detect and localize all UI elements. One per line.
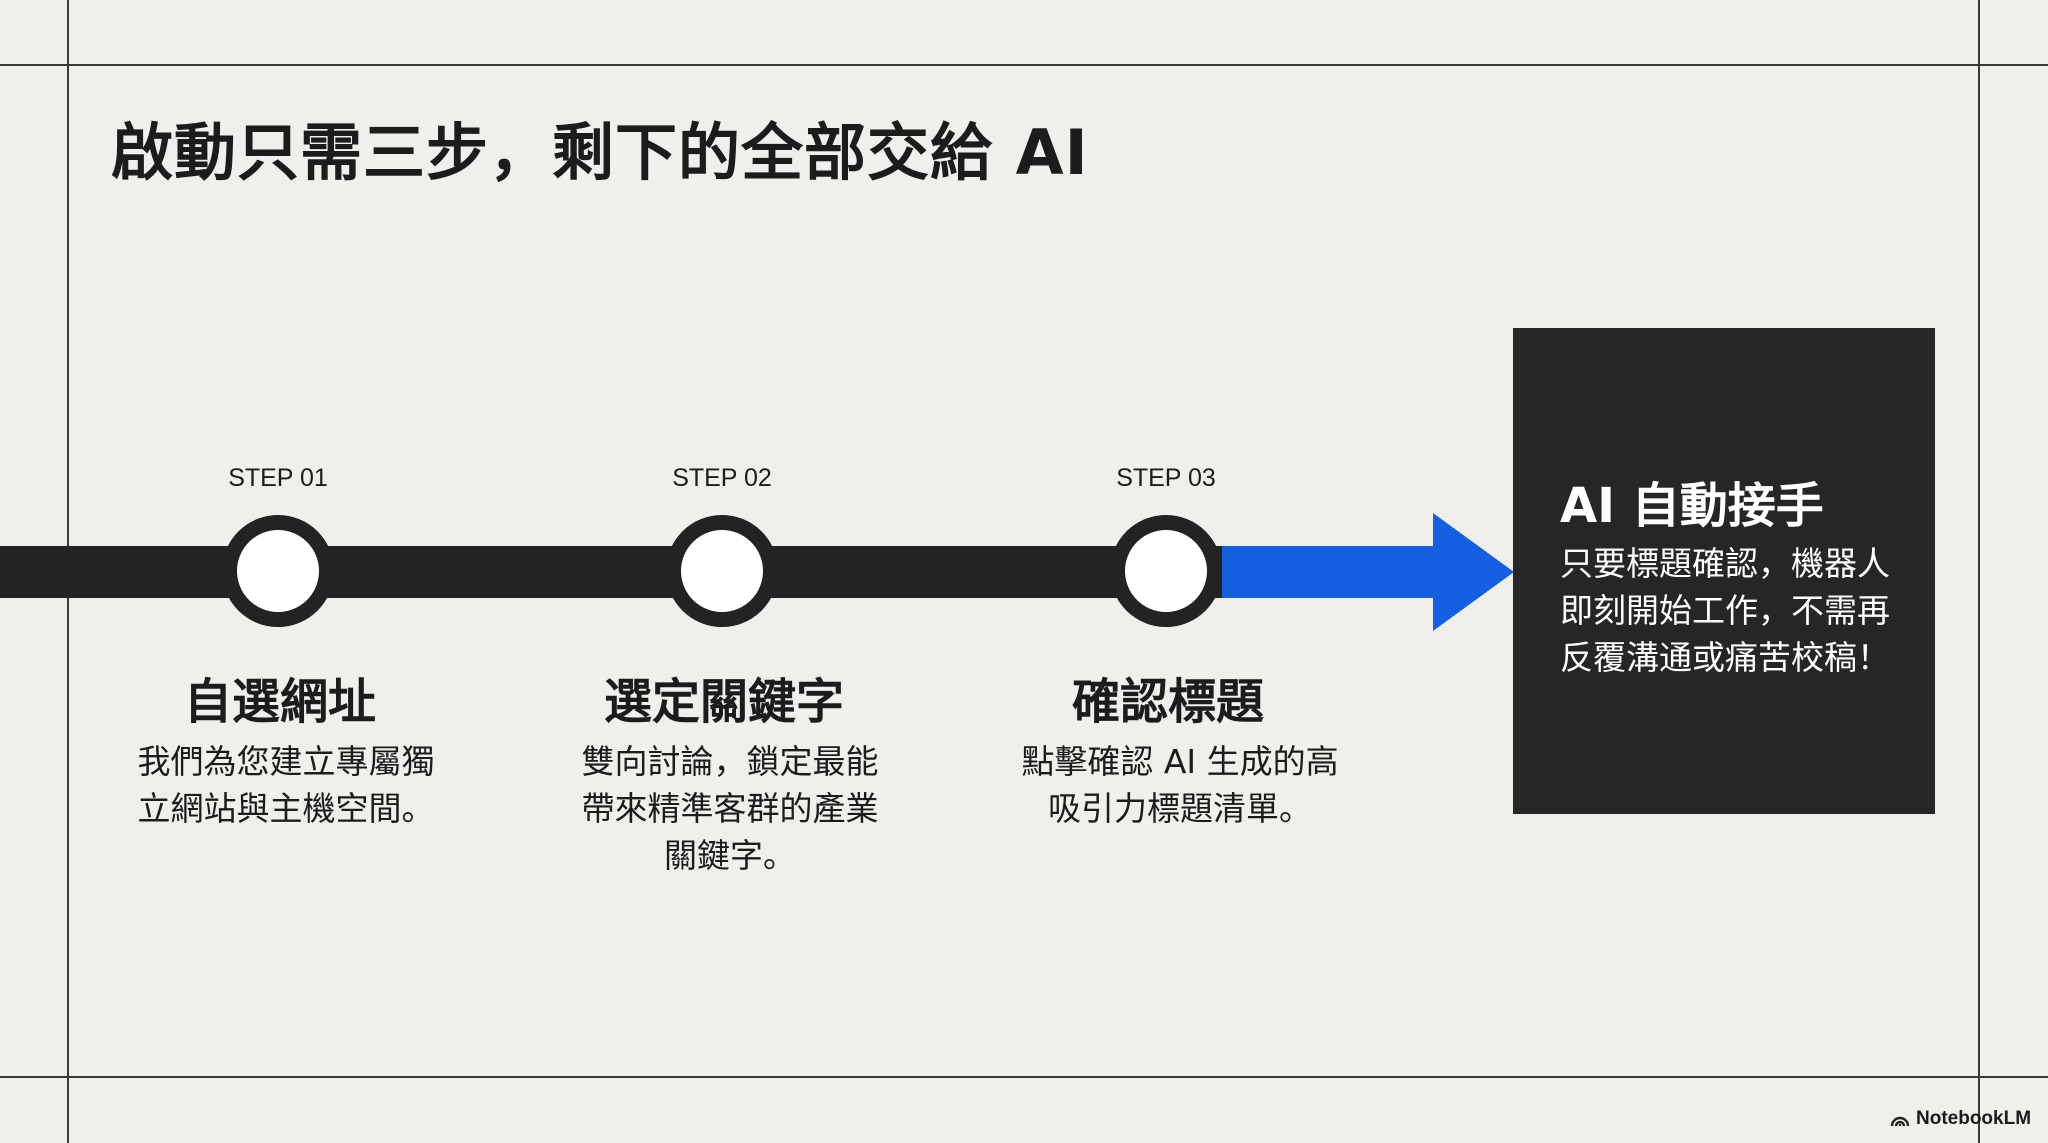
ai-takeover-card: AI 自動接手 只要標題確認，機器人 即刻開始工作，不需再 反覆溝通或痛苦校稿！ xyxy=(1513,328,1935,814)
frame-line-bottom xyxy=(0,1076,2048,1078)
ai-takeover-body: 只要標題確認，機器人 即刻開始工作，不需再 反覆溝通或痛苦校稿！ xyxy=(1560,540,1910,681)
page-title: 啟動只需三步，剩下的全部交給 AI xyxy=(111,116,1089,189)
arrow-right-icon xyxy=(1222,513,1514,631)
desc-line: 點擊確認 AI 生成的高 xyxy=(1021,742,1339,781)
step-1-label: STEP 01 xyxy=(228,464,328,492)
desc-line: 關鍵字。 xyxy=(664,836,796,875)
step-2-label: STEP 02 xyxy=(672,464,772,492)
step-1-description: 我們為您建立專屬獨 立網站與主機空間。 xyxy=(106,738,466,832)
step-3-title: 確認標題 xyxy=(1071,674,1264,730)
step-2-title: 選定關鍵字 xyxy=(603,674,844,730)
body-line: 即刻開始工作，不需再 xyxy=(1560,591,1890,630)
timeline-bar xyxy=(0,546,1230,598)
body-line: 只要標題確認，機器人 xyxy=(1560,544,1890,583)
step-3-node xyxy=(1110,515,1222,627)
step-2-node xyxy=(666,515,778,627)
frame-line-top xyxy=(0,64,2048,66)
step-2-description: 雙向討論，鎖定最能 帶來精準客群的產業 關鍵字。 xyxy=(550,738,910,879)
notebooklm-watermark: NotebookLM xyxy=(1890,1108,2031,1130)
desc-line: 我們為您建立專屬獨 xyxy=(137,742,435,781)
notebooklm-logo-icon xyxy=(1890,1116,1910,1127)
desc-line: 雙向討論，鎖定最能 xyxy=(581,742,879,781)
desc-line: 立網站與主機空間。 xyxy=(137,789,435,828)
body-line: 反覆溝通或痛苦校稿！ xyxy=(1560,638,1890,677)
step-3-label: STEP 03 xyxy=(1116,464,1216,492)
step-1-node xyxy=(222,515,334,627)
desc-line: 吸引力標題清單。 xyxy=(1048,789,1312,828)
desc-line: 帶來精準客群的產業 xyxy=(581,789,879,828)
ai-takeover-title: AI 自動接手 xyxy=(1560,478,1824,534)
step-1-title: 自選網址 xyxy=(183,674,376,730)
brand-label: NotebookLM xyxy=(1916,1108,2032,1129)
frame-line-right xyxy=(1978,0,1980,1143)
step-3-description: 點擊確認 AI 生成的高 吸引力標題清單。 xyxy=(1000,738,1360,832)
